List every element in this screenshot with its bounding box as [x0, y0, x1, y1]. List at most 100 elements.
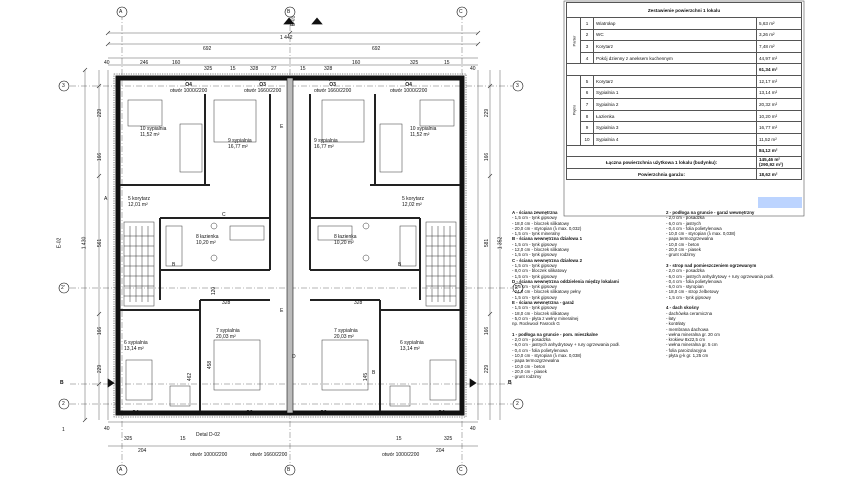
legend-line: - 12,0 cm - bloczek silikatowy — [512, 247, 570, 253]
grid-label-b-top: B — [287, 9, 291, 15]
dim-inner-1: 328 — [354, 300, 363, 306]
marker-detal: Detal D-02 — [196, 432, 220, 438]
dim-right-col-0: 229 — [484, 108, 491, 118]
area-table-title: Zestawienie powierzchni 1 lokalu — [566, 2, 802, 18]
dim-inner-0: 328 — [222, 300, 231, 306]
wall-type-b-bottom: B — [372, 370, 376, 376]
legend-line: 1 - podłoga na gruncie - pom. mieszkalne — [512, 331, 598, 337]
dim-left-col-0: 229 — [97, 108, 104, 118]
grid-row-3-left: 3 — [62, 83, 65, 89]
outer-walls — [113, 73, 467, 418]
legend-line: - 10,0 cm - styropian (λ max. 0,038) — [666, 231, 736, 237]
room-name: Sypialnia 3 — [593, 121, 757, 134]
legend-line: - 1,5 cm - tynk gipsowy — [512, 241, 557, 247]
wall-type-c: C — [222, 212, 226, 218]
room-name: Sypialnia 2 — [593, 98, 757, 111]
room-name: Korytarz — [593, 40, 757, 53]
room-name: WC — [593, 28, 757, 42]
dimension-lines — [82, 30, 501, 447]
dim-top-row-3: 325 — [204, 66, 213, 72]
legend-line: - 1,5 cm - tynk mineralny — [512, 231, 561, 237]
window-o4-bottom-right: O4 — [438, 410, 445, 416]
dim-top-row-9: 160 — [352, 60, 361, 66]
grid-row-b-left: B — [60, 380, 64, 386]
legend-line: - łaty — [666, 315, 676, 321]
pietro-sum: 84,12 m² — [756, 144, 802, 158]
legend-line: - 18,0 cm - strop żelbetowy — [666, 289, 719, 295]
legend-line: - membrana dachowa — [666, 326, 709, 332]
legend-line: D - ściana wewnętrzna oddzielenia między… — [512, 278, 619, 284]
room-area: 16,77 m² — [756, 121, 802, 134]
grid-row-2-left: 2 — [62, 401, 65, 407]
legend-line: - 1,5 cm - tynk gipsowy — [512, 273, 557, 279]
dim-bot-row-6: 325 — [444, 436, 453, 442]
grid-row-2p-right: 2' — [515, 285, 519, 291]
legend-line: - 10,0 cm - styropian (λ max. 0,038) — [512, 353, 582, 359]
wall-type-d: D — [292, 354, 296, 360]
legend-line: - 2,0 cm - posadzka — [666, 215, 705, 221]
room-area: 3,26 m² — [756, 28, 802, 42]
dim-side-right: 1 352 — [497, 236, 504, 250]
dim-left-col-3: 166 — [97, 326, 104, 336]
dim-bot-row-5: 15 — [396, 436, 402, 442]
area-table-frame — [563, 0, 805, 217]
legend-line: 2 - podłoga na gruncie - garaż wewnętrzn… — [666, 210, 755, 215]
room-name: Wiatrołap — [593, 17, 757, 30]
dim-top-row-12: 40 — [470, 66, 476, 72]
total-value: 145,46 m²(290,92 m²) — [756, 156, 802, 169]
legend-line: - 8,0 cm - bloczek silikatowy — [512, 268, 567, 274]
grid-row-a-left: A — [104, 196, 108, 202]
legend-line: B - ściana wewnętrzna działowa 1 — [512, 236, 583, 242]
legend-line: - krokiew 8x22,5 cm — [666, 337, 706, 343]
legend-line: - papa termozgrzewalna — [666, 236, 714, 242]
dim-top-row-8: 328 — [324, 66, 333, 72]
room-area: 7,48 m² — [756, 40, 802, 53]
legend-line: - 20,0 cm - styropian (λ max. 0,032) — [512, 225, 582, 231]
grid-label-a-bottom: A — [119, 467, 123, 473]
dim-left-col-1: 166 — [97, 152, 104, 162]
window-o4-bottom-left: O4 — [132, 410, 139, 416]
room-area: 11,52 m² — [756, 132, 802, 146]
legend-line: - grunt rodzimy — [666, 252, 696, 258]
room-name: Sypialnia 4 — [593, 132, 757, 146]
legend-line: - 1,5 cm - tynk gipsowy — [666, 294, 711, 300]
legend-line: np. Rockwool Fasrock G — [512, 321, 560, 327]
window-opening-bottom-left: otwór 1000/2200 — [190, 452, 228, 458]
wall-type-e-2: E — [280, 308, 284, 314]
dim-bot-row-4: 204 — [436, 448, 445, 454]
dim-top-row-0: 40 — [104, 60, 110, 66]
legend-line: - kontrłaty — [666, 321, 686, 327]
grid-row-2p-left: 2' — [61, 285, 65, 291]
legend-line: - 2,0 cm - posadzka — [512, 337, 551, 343]
legend-line: - 10,0 cm - beton — [666, 241, 700, 247]
garage-value-highlight — [758, 197, 802, 208]
legend-line: - 24,0 cm - bloczek silikatowy pełny — [512, 289, 581, 295]
grid-row-b-right: B — [508, 380, 512, 386]
grid-label-c-top: C — [459, 9, 463, 15]
legend-line: - 1,5 cm - tynk gipsowy — [512, 305, 557, 311]
dim-bot-row-1: 325 — [124, 436, 133, 442]
dim-bot-row-3: 204 — [138, 448, 147, 454]
wall-type-e-1: E — [280, 124, 284, 130]
room-area: 44,97 m² — [756, 51, 802, 65]
room-name: Korytarz — [593, 74, 757, 88]
parter-sum: 61,34 m² — [756, 63, 802, 76]
dim-inner-3: 458 — [207, 360, 214, 370]
room-area: 12,17 m² — [756, 74, 802, 88]
wall-type-b-right: B — [398, 262, 402, 268]
legend-line: 4 - dach skośny — [666, 305, 699, 311]
dim-right-col-3: 166 — [484, 326, 491, 336]
legend-line: - 18,0 cm - bloczek silikatowy — [512, 220, 570, 226]
grid-row-3-right: 3 — [516, 83, 519, 89]
window-opening-bottom-right: otwór 1000/2200 — [382, 452, 420, 458]
dim-top-row-5: 328 — [250, 66, 259, 72]
window-opening-bottom-mid: otwór 1660/2200 — [250, 452, 288, 458]
